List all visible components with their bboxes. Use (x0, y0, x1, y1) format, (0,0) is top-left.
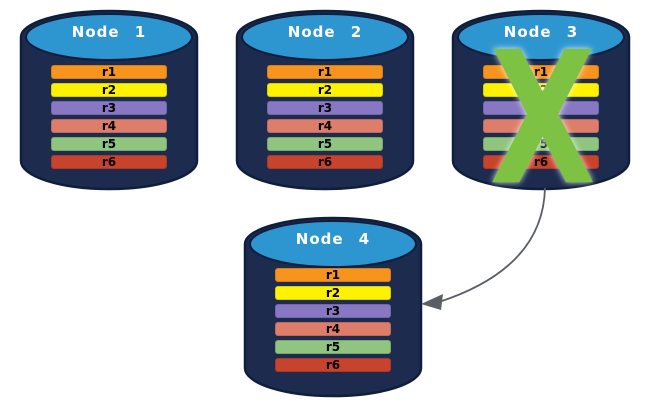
row-bar-r2: r2 (275, 286, 391, 300)
row-stack: r1 r2 r3 r4 r5 r6 (51, 65, 167, 173)
row-bar-r1: r1 (267, 65, 383, 79)
row-bar-r2: r2 (267, 83, 383, 97)
row-bar-r1: r1 (51, 65, 167, 79)
row-bar-r5: r5 (267, 137, 383, 151)
row-stack: r1 r2 r3 r4 r5 r6 (275, 268, 391, 376)
row-bar-r2: r2 (483, 83, 599, 97)
row-bar-r3: r3 (483, 101, 599, 115)
row-bar-r5: r5 (275, 340, 391, 354)
row-bar-r3: r3 (275, 304, 391, 318)
node-title: Node 4 (295, 230, 371, 248)
row-bar-r4: r4 (51, 119, 167, 133)
row-bar-r6: r6 (275, 358, 391, 372)
row-bar-r4: r4 (267, 119, 383, 133)
node-title: Node 2 (287, 23, 363, 41)
row-bar-r1: r1 (275, 268, 391, 282)
row-bar-r1: r1 (483, 65, 599, 79)
node-2: Node 2 r1 r2 r3 r4 r5 r6 (235, 5, 415, 195)
row-bar-r6: r6 (267, 155, 383, 169)
row-bar-r3: r3 (267, 101, 383, 115)
row-stack: r1 r2 r3 r4 r5 r6 (483, 65, 599, 173)
node-4: Node 4 r1 r2 r3 r4 r5 r6 (243, 212, 423, 402)
node-1: Node 1 r1 r2 r3 r4 r5 r6 (19, 5, 199, 195)
row-bar-r6: r6 (483, 155, 599, 169)
row-bar-r5: r5 (483, 137, 599, 151)
row-bar-r6: r6 (51, 155, 167, 169)
node-title: Node 1 (71, 23, 147, 41)
row-bar-r2: r2 (51, 83, 167, 97)
row-bar-r4: r4 (483, 119, 599, 133)
node-3: Node 3 r1 r2 r3 r4 r5 r6 X (451, 5, 631, 212)
row-bar-r5: r5 (51, 137, 167, 151)
row-bar-r4: r4 (275, 322, 391, 336)
row-bar-r3: r3 (51, 101, 167, 115)
arrow-head-icon (421, 294, 443, 310)
node-title: Node 3 (503, 23, 579, 41)
row-stack: r1 r2 r3 r4 r5 r6 (267, 65, 383, 173)
